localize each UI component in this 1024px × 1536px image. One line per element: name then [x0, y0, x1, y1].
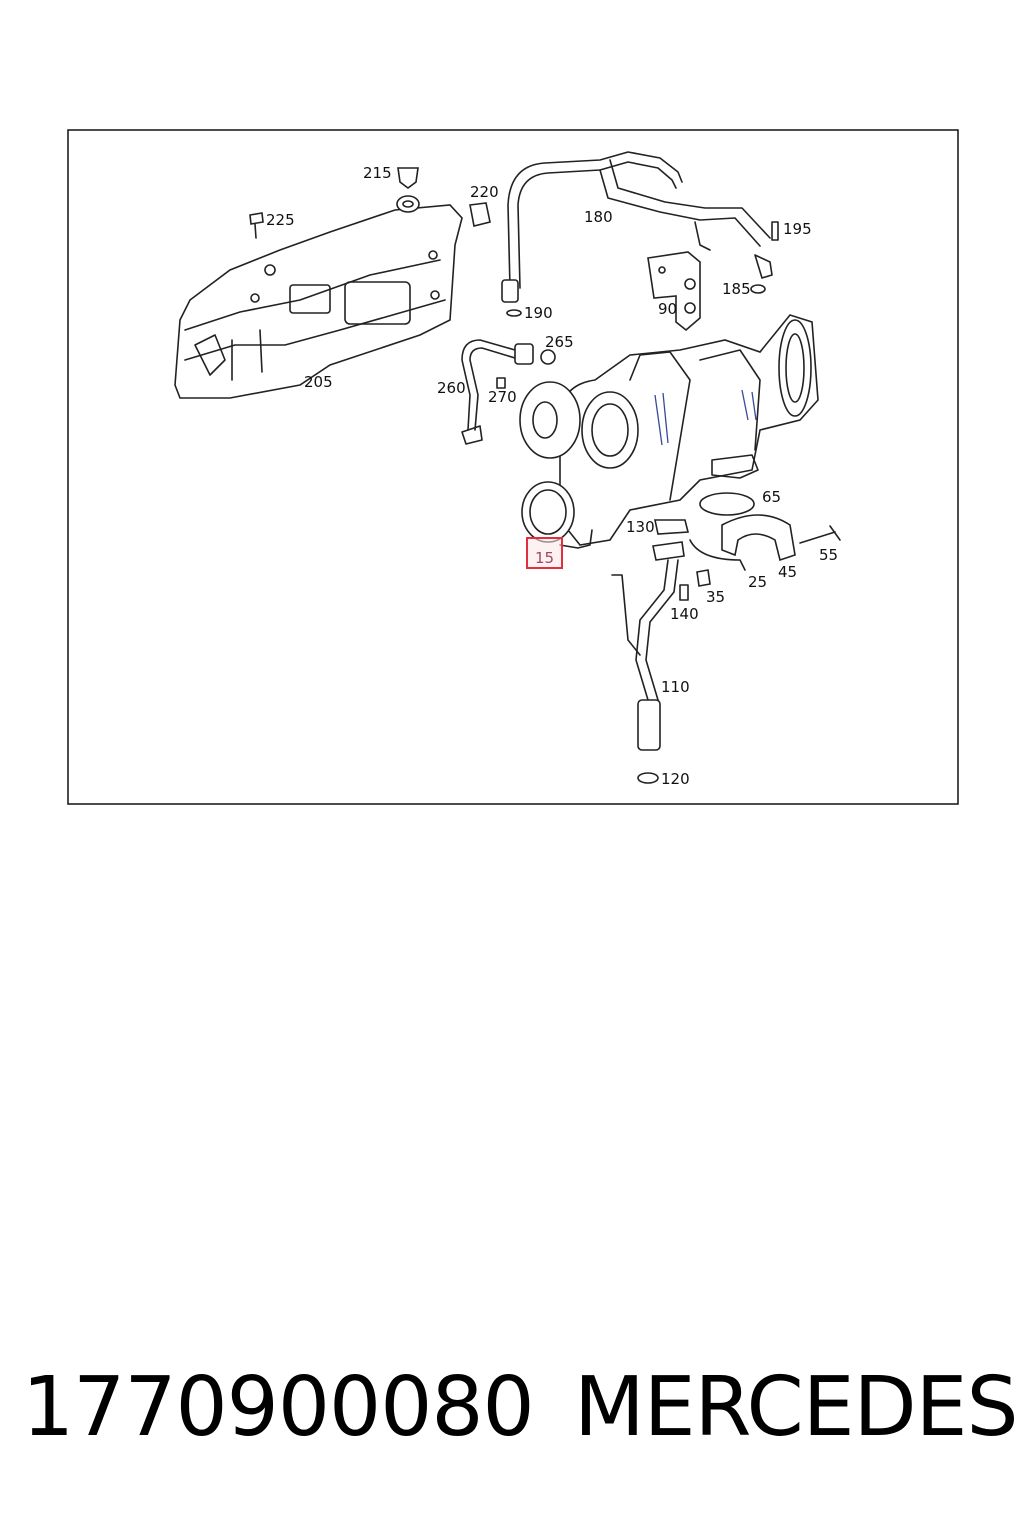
brand-name: MERCEDES: [574, 1360, 1019, 1455]
bolt-part-55: [799, 525, 841, 544]
bracket-part-130: [654, 519, 690, 535]
caption: 1770900080 MERCEDES: [0, 1360, 1024, 1480]
callout-label: 65: [762, 488, 781, 506]
clip-part: [469, 202, 491, 227]
callout-label: 195: [783, 220, 812, 238]
callout-label: 225: [266, 211, 295, 229]
screw-part: [679, 584, 689, 601]
clamp-part: [689, 514, 796, 571]
callout-label: 45: [778, 563, 797, 581]
callout-label: 205: [304, 373, 333, 391]
callout-label: 190: [524, 304, 553, 322]
diagram-frame: [67, 129, 959, 805]
oil-pipe-part: [461, 339, 534, 445]
return-pipe-part: [611, 541, 685, 784]
heat-shield-part: [174, 204, 463, 399]
callout-label: 270: [488, 388, 517, 406]
grommet-part: [396, 167, 420, 213]
turbocharger-part: [519, 314, 819, 549]
bolt-part-270: [496, 377, 506, 389]
callout-label: 185: [722, 280, 751, 298]
callout-label: 140: [670, 605, 699, 623]
highlighted-callout-label: 15: [535, 549, 554, 567]
bracket-part: [647, 251, 701, 332]
callout-label: 25: [748, 573, 767, 591]
callout-label: 220: [470, 183, 499, 201]
callout-label: 35: [706, 588, 725, 606]
bolt-part-225: [249, 212, 264, 239]
highlight-box: [526, 537, 563, 569]
bolt-part-195: [771, 221, 779, 241]
callout-label: 260: [437, 379, 466, 397]
part-number: 1770900080: [22, 1360, 535, 1455]
callout-label: 265: [545, 333, 574, 351]
callout-label: 110: [661, 678, 690, 696]
callout-label: 180: [584, 208, 613, 226]
coolant-pipe-part: [501, 151, 773, 317]
callout-label: 120: [661, 770, 690, 788]
gasket-65: [699, 492, 755, 516]
seal-ring-265: [540, 349, 556, 365]
callout-label: 90: [658, 300, 677, 318]
callout-label: 130: [626, 518, 655, 536]
callout-label: 215: [363, 164, 392, 182]
callout-label: 55: [819, 546, 838, 564]
parts-diagram: 215 220 225 180 195 205 190 90 185 265 2…: [67, 129, 959, 805]
nut-part: [696, 569, 711, 587]
